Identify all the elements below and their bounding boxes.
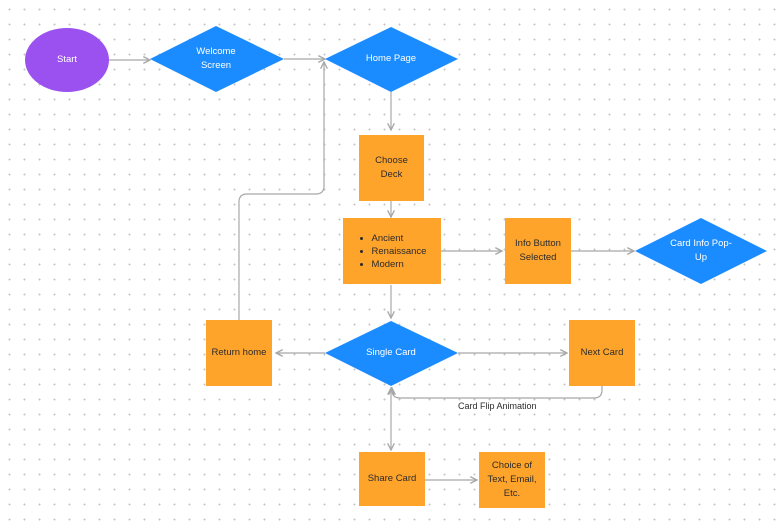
era-renaissance: Renaissance [372,245,427,258]
return-home-box[interactable]: Return home [211,347,267,358]
info-button-box[interactable]: Info Button Selected [515,238,561,263]
single-card-decision[interactable]: Single Card [366,347,416,358]
edge-return-home [238,62,324,320]
era-ancient: Ancient [372,232,427,245]
era-modern: Modern [372,258,427,271]
eras-list: Ancient Renaissance Modern [358,232,427,271]
next-card-box[interactable]: Next Card [580,347,624,358]
share-card-box[interactable]: Share Card [367,473,417,484]
info-button-shape [505,218,571,284]
home-page-decision[interactable]: Home Page [365,53,417,64]
home-diamond-shape [325,27,458,92]
welcome-diamond-shape [150,26,284,92]
card-info-popup-decision[interactable]: Card Info Pop- Up [670,238,732,263]
card-flip-animation-label: Card Flip Animation [458,401,537,411]
choice-box[interactable]: Choice of Text, Email, Etc. [487,460,537,499]
eras-box[interactable]: Ancient Renaissance Modern [343,218,441,284]
next-card-shape [569,320,635,386]
start-terminal[interactable]: Start [56,54,78,65]
return-home-shape [206,320,272,386]
single-card-diamond-shape [325,321,458,386]
eras-shape [343,218,441,284]
edge-next-flip [392,386,603,399]
welcome-screen-decision[interactable]: Welcome Screen [196,46,236,71]
choose-deck-box[interactable]: Choose Deck [375,155,408,180]
choice-shape [479,452,545,508]
card-info-diamond-shape [635,218,767,284]
choose-deck-shape [359,135,424,201]
share-card-shape [359,452,425,506]
start-terminal-shape [25,28,109,92]
